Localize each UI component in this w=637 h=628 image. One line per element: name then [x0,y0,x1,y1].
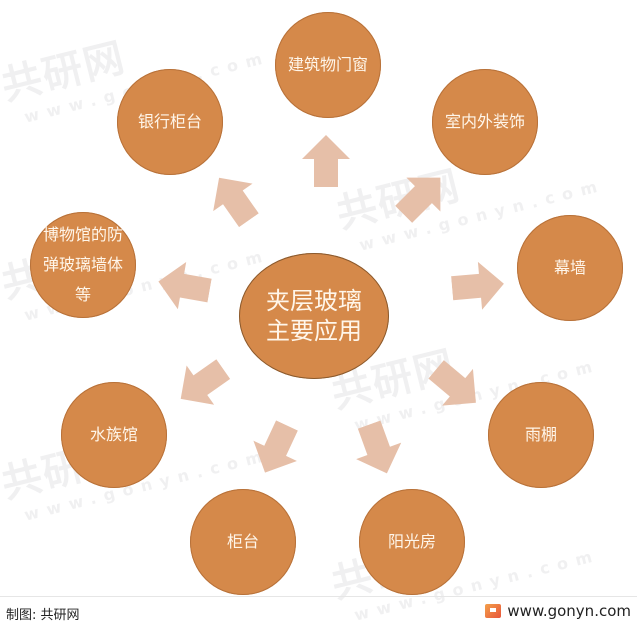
node-canopy: 雨棚 [488,382,594,488]
node-sunroom: 阳光房 [359,489,465,595]
website-credit: www.gonyn.com [485,602,631,620]
arrow-up-right-icon [395,177,441,223]
gonyn-logo-icon [485,604,502,618]
node-interior-exterior-decoration: 室内外装饰 [432,69,538,175]
arrow-down-icon [253,420,298,473]
arrow-right-icon [451,261,504,310]
arrow-down-left-icon [180,359,231,405]
node-bank-counter: 银行柜台 [117,69,223,175]
website-url: www.gonyn.com [507,602,631,620]
node-museum-bulletproof-wall: 博物馆的防弹玻璃墙体等 [30,212,136,318]
arrow-left-icon [158,262,212,310]
arrow-up-icon [302,135,350,187]
node-aquarium: 水族馆 [61,382,167,488]
arrow-up-left-icon [213,177,259,228]
arrow-down-right-icon [428,360,476,406]
footer-divider [0,596,637,597]
node-curtain-wall: 幕墙 [517,215,623,321]
node-building-doors-windows: 建筑物门窗 [275,12,381,118]
source-label: 制图: 共研网 [6,608,80,623]
arrow-down-icon [356,420,402,474]
node-counter: 柜台 [190,489,296,595]
center-topic: 夹层玻璃主要应用 [239,253,389,379]
